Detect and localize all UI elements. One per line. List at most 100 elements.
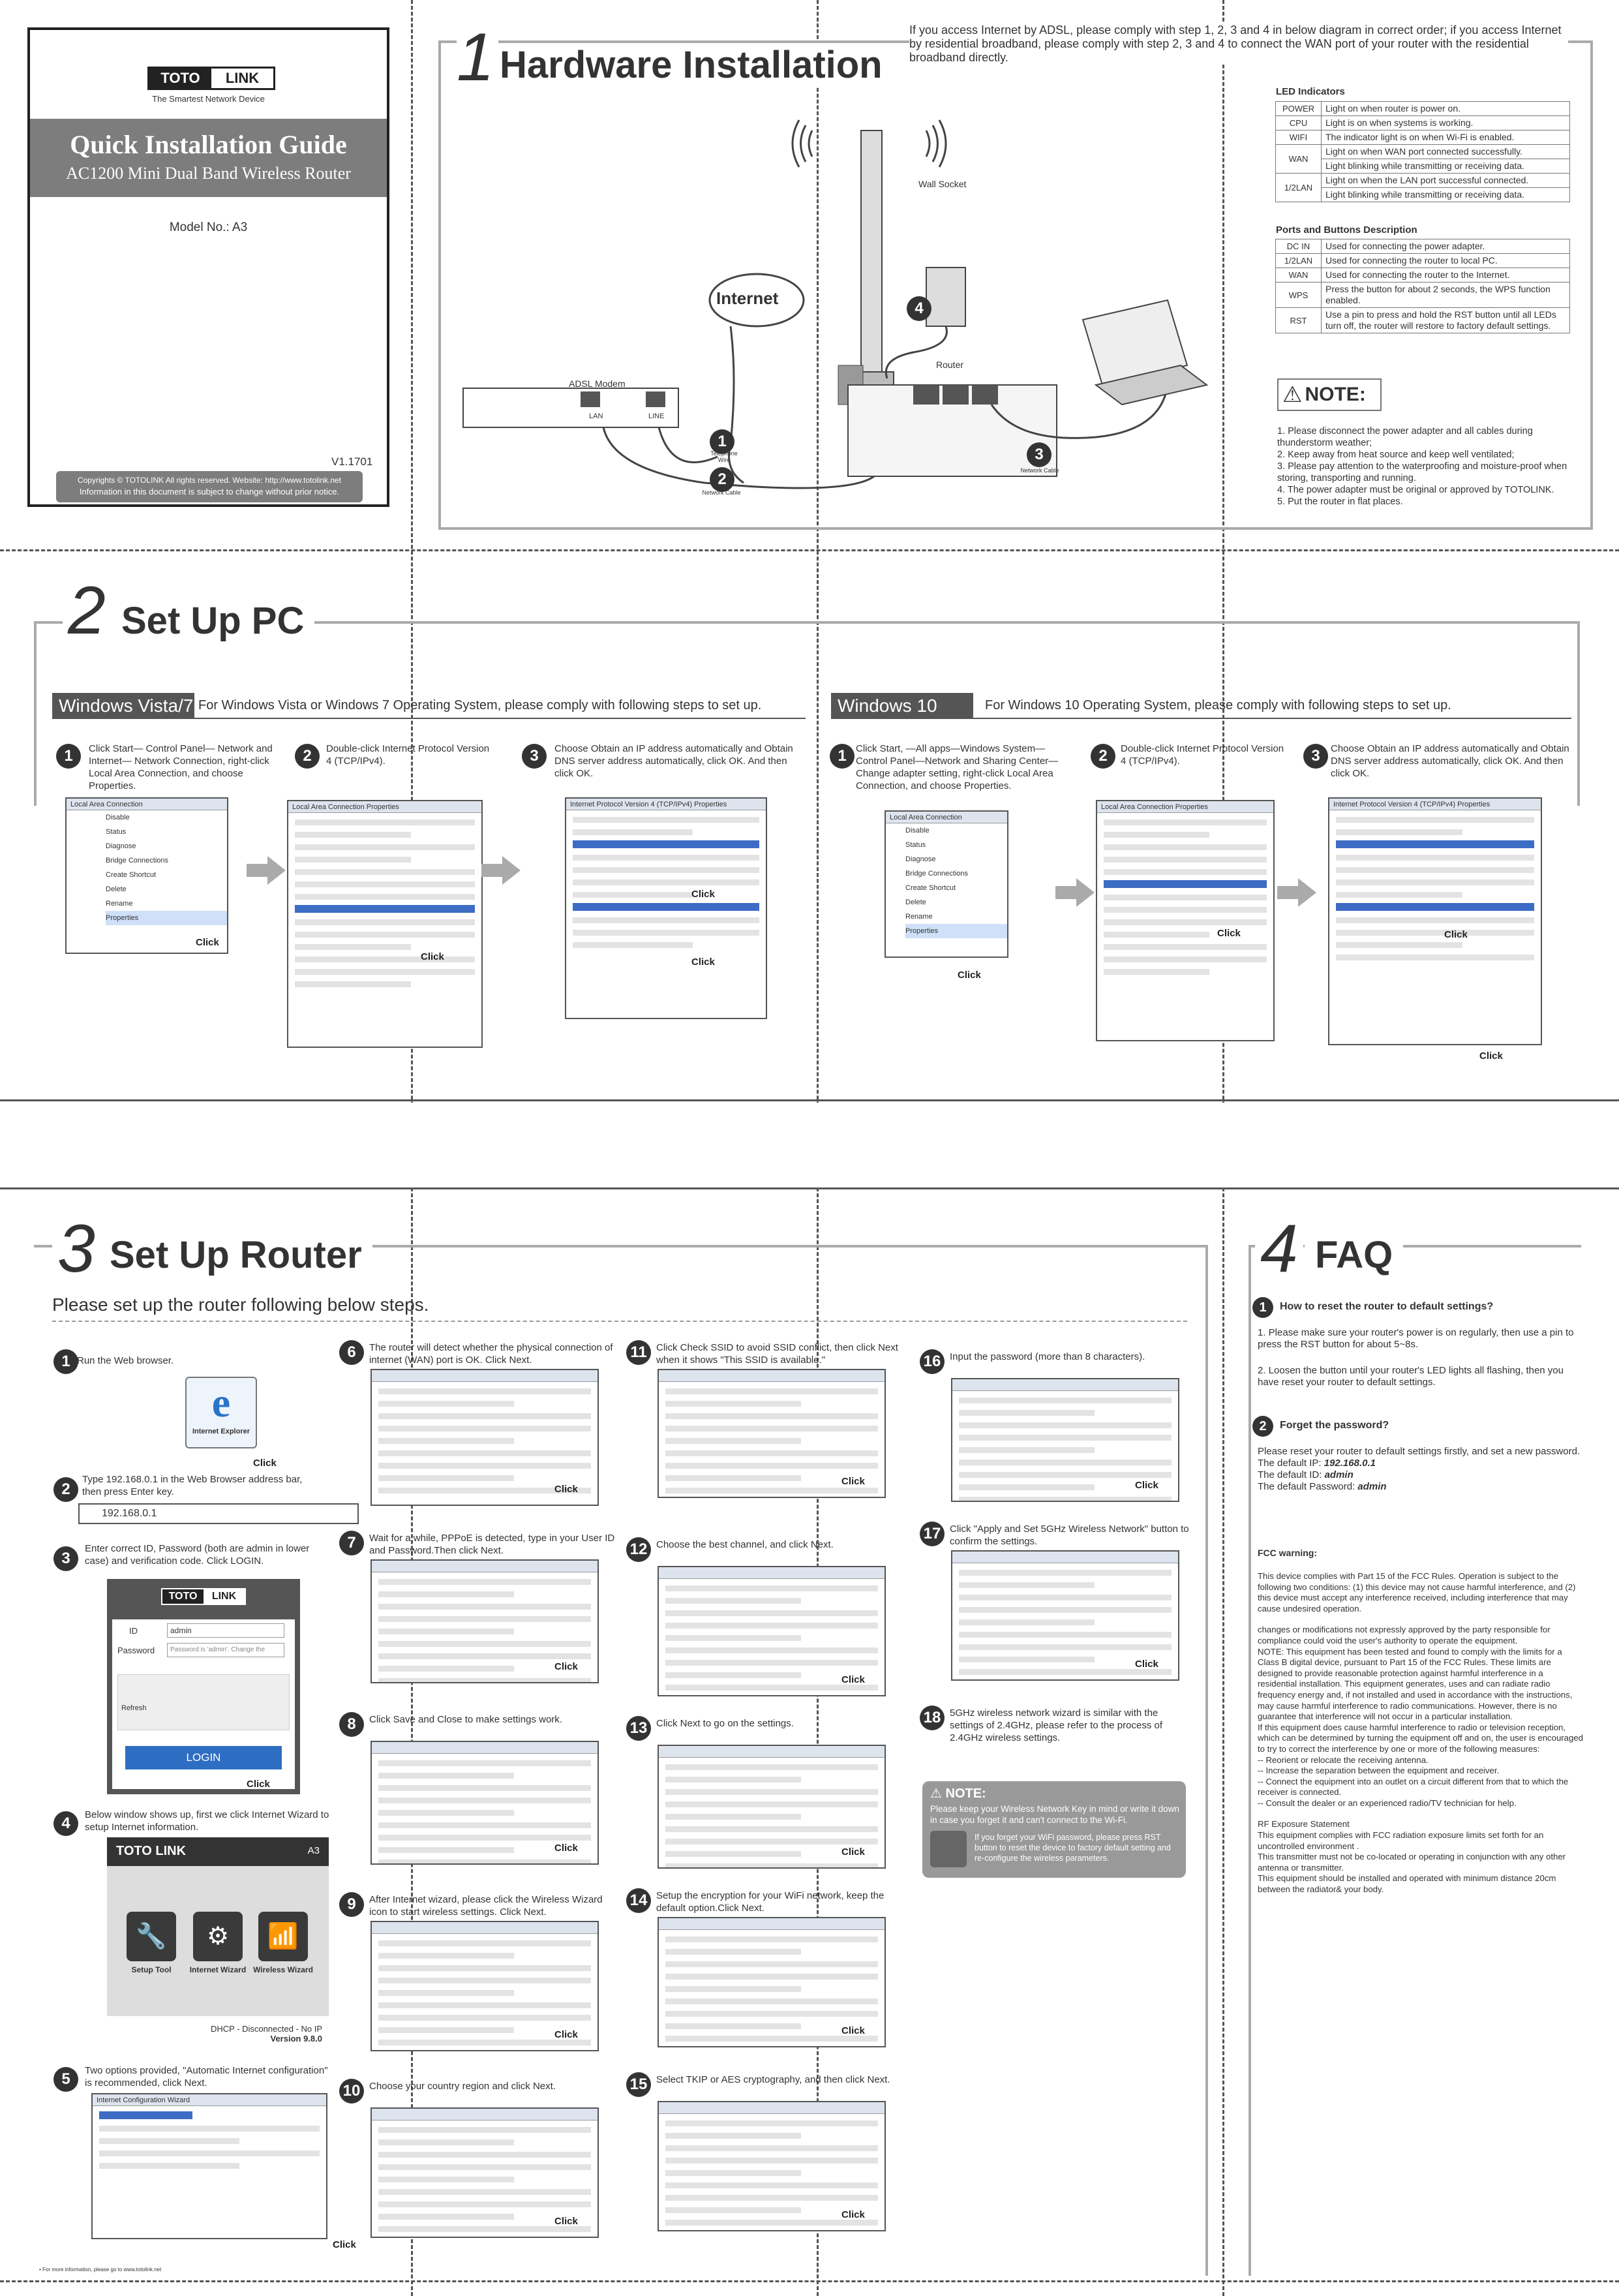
- wizard-step-screenshot: [371, 1921, 599, 2051]
- click-hint: Click: [1217, 928, 1241, 939]
- ports-title: Ports and Buttons Description: [1276, 224, 1417, 236]
- wireless-wizard-icon[interactable]: 📶: [258, 1912, 308, 1961]
- wizard-step-screenshot: [951, 1378, 1179, 1502]
- step-marker: 1: [56, 744, 81, 769]
- router-frame: [34, 1245, 1208, 2276]
- page-border: [0, 1187, 1619, 1189]
- router-step-1: Run the Web browser.: [77, 1355, 174, 1366]
- warning-icon: ⚠ NOTE:: [930, 1786, 986, 1801]
- internet-label: Internet: [716, 288, 779, 308]
- click-hint: Click: [958, 970, 981, 981]
- refresh-icon[interactable]: Refresh: [121, 1704, 147, 1712]
- win7-step-2: Double-click Internet Protocol Version 4…: [326, 743, 490, 767]
- note-text: Please keep your Wireless Network Key in…: [930, 1804, 1179, 1825]
- ipv4-properties-screenshot: Internet Protocol Version 4 (TCP/IPv4) P…: [565, 797, 767, 1019]
- router-step-6: The router will detect whether the physi…: [369, 1342, 613, 1366]
- wizard-step-screenshot: [371, 1369, 599, 1506]
- router-step-15: Select TKIP or AES cryptography, and the…: [656, 2074, 890, 2085]
- login-panel: TOTO LINK ID admin Password Password is …: [107, 1579, 300, 1794]
- win10-desc: For Windows 10 Operating System, please …: [985, 698, 1451, 712]
- login-password-input[interactable]: Password is 'admin'. Change the: [167, 1643, 284, 1657]
- fold-line: [0, 549, 1619, 551]
- section-number: 2: [63, 577, 111, 645]
- wizard-step-screenshot: [658, 2101, 886, 2231]
- router-step-9: After Internet wizard, please click the …: [369, 1894, 603, 1918]
- click-hint: Click: [1135, 1480, 1158, 1491]
- laptop: [1082, 299, 1188, 386]
- hardware-diagram: [462, 119, 1209, 489]
- step-marker: 9: [339, 1892, 364, 1917]
- click-hint: Click: [841, 2209, 865, 2220]
- click-hint: Click: [1479, 1050, 1503, 1062]
- fold-line: [817, 1187, 819, 2296]
- step-marker: 7: [339, 1531, 364, 1555]
- win7-desc: For Windows Vista or Windows 7 Operating…: [198, 698, 762, 712]
- step-marker: 5: [53, 2067, 78, 2092]
- step-marker: 13: [626, 1716, 651, 1741]
- section-number: 1: [457, 23, 498, 91]
- network-cable-label: Network Cable: [702, 489, 741, 496]
- click-hint: Click: [554, 1661, 578, 1672]
- config-screenshot: Internet Configuration Wizard: [91, 2093, 327, 2239]
- win7-step-3: Choose Obtain an IP address automaticall…: [554, 743, 793, 779]
- router-step-12: Choose the best channel, and click Next.: [656, 1539, 834, 1550]
- wall-socket-label: Wall Socket: [918, 179, 967, 189]
- internet-cloud: [708, 273, 805, 328]
- next-arrow-icon: [247, 856, 286, 885]
- click-hint: Click: [554, 1843, 578, 1854]
- win7-step-1: Click Start— Control Panel— Network and …: [89, 743, 273, 791]
- step-marker: 3: [522, 744, 547, 769]
- page-border: [0, 1099, 1619, 1101]
- click-hint: Click: [1444, 929, 1468, 940]
- reset-icon: [930, 1831, 967, 1867]
- power-adapter: [926, 267, 966, 327]
- step-marker: 11: [626, 1340, 651, 1365]
- brand-logo: TOTO LINK: [147, 67, 275, 90]
- step-marker: 2: [53, 1477, 78, 1502]
- router-step-16: Input the password (more than 8 characte…: [950, 1351, 1145, 1362]
- wizard-step-screenshot: [658, 1566, 886, 1696]
- router-step-11: Click Check SSID to avoid SSID conflict,…: [656, 1342, 898, 1366]
- internet-wizard-icon[interactable]: ⚙: [193, 1912, 243, 1961]
- step-marker: 3: [1303, 744, 1328, 769]
- fold-line: [817, 0, 819, 1187]
- step-marker: 15: [626, 2072, 651, 2097]
- section-number: 4: [1255, 1215, 1303, 1283]
- internet-explorer-icon[interactable]: e Internet Explorer: [185, 1377, 257, 1448]
- next-arrow-icon: [1277, 878, 1316, 907]
- step-marker: 3: [53, 1546, 78, 1571]
- firmware-version: Version 9.8.0: [270, 2034, 323, 2043]
- step-marker: 14: [626, 1888, 651, 1913]
- login-id-input[interactable]: admin: [167, 1623, 284, 1638]
- fold-line: [0, 2280, 1619, 2282]
- section-title: FAQ: [1305, 1233, 1404, 1277]
- network-cable-label: Network Cable: [1020, 467, 1059, 474]
- port-label: LINE: [648, 412, 665, 420]
- faq-a1: 1. Please make sure your router's power …: [1258, 1327, 1574, 1388]
- setup-tool-icon[interactable]: 🔧: [127, 1912, 176, 1961]
- router-step-3: Enter correct ID, Password (both are adm…: [85, 1543, 310, 1567]
- login-button[interactable]: LOGIN: [125, 1746, 282, 1769]
- address-bar[interactable]: 192.168.0.1: [78, 1503, 359, 1524]
- step-marker: 1: [1252, 1297, 1273, 1318]
- section-number: 3: [52, 1215, 100, 1283]
- click-hint: Click: [1135, 1659, 1158, 1670]
- router-step-14: Setup the encryption for your WiFi netwo…: [656, 1890, 885, 1914]
- fcc-title: FCC warning:: [1258, 1548, 1317, 1558]
- router-note-box: ⚠ NOTE: Please keep your Wireless Networ…: [922, 1781, 1186, 1878]
- section-title: Hardware Installation: [500, 43, 892, 87]
- win10-step-2: Double-click Internet Protocol Version 4…: [1121, 743, 1284, 767]
- click-hint: Click: [333, 2239, 356, 2250]
- click-hint: Click: [554, 1484, 578, 1495]
- click-hint: Click: [196, 937, 219, 948]
- step-marker: 17: [920, 1522, 945, 1546]
- router-step-17: Click "Apply and Set 5GHz Wireless Netwo…: [950, 1523, 1189, 1547]
- captcha-image: [117, 1674, 290, 1730]
- pc-frame: [34, 621, 1580, 1097]
- wizard-step-screenshot: [658, 1369, 886, 1498]
- step-marker: 4: [907, 296, 931, 321]
- port-label: LAN: [589, 412, 603, 420]
- step-marker: 2: [1091, 744, 1115, 769]
